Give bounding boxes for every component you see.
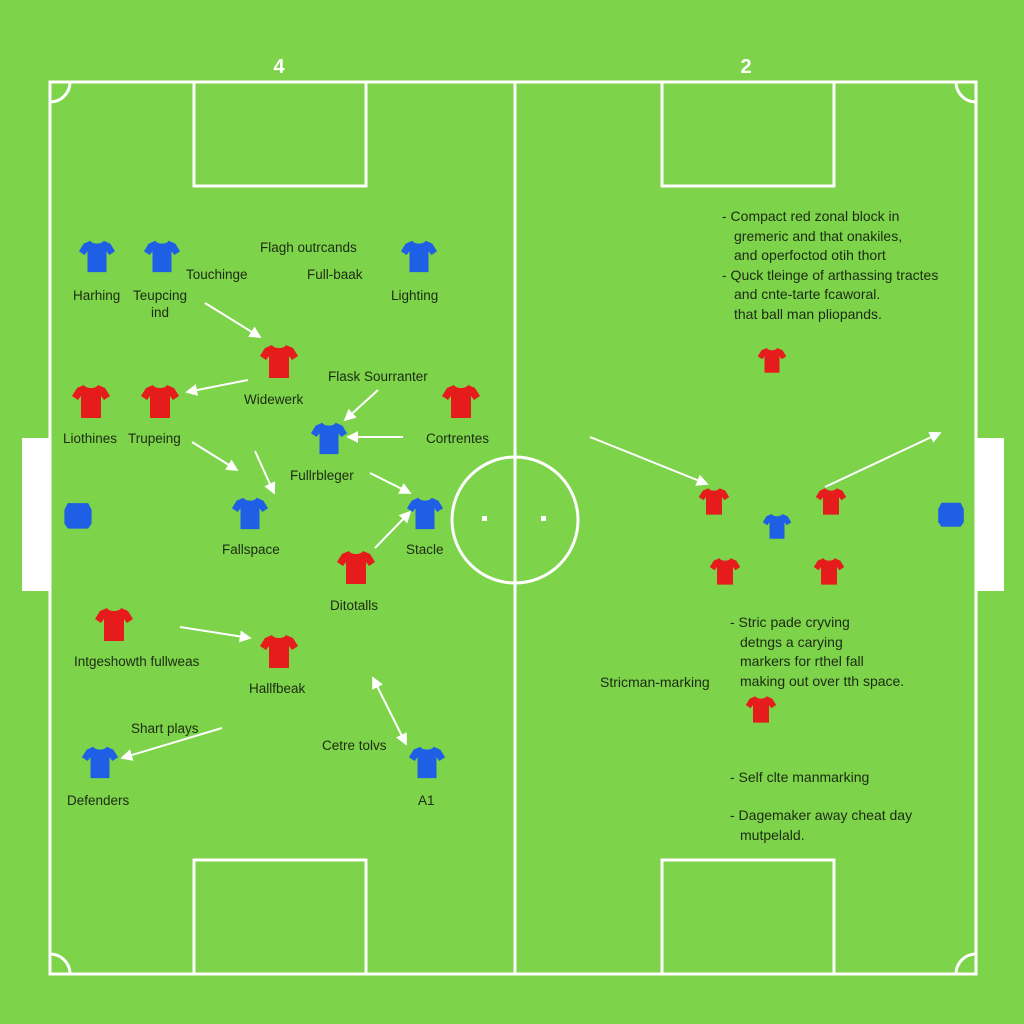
red-jersey-icon: [95, 608, 133, 641]
penalty-box-top-left: [192, 80, 368, 188]
arrow-icon: [372, 676, 407, 746]
goal-frame-right-icon: [976, 438, 1004, 591]
arrow-icon: [254, 450, 276, 495]
label-trupeing: Trupeing: [128, 431, 181, 446]
blue-jersey-icon: [81, 746, 119, 779]
note-line: and cnte-tarte fcaworal.: [734, 286, 881, 303]
centre-circle: [450, 455, 580, 585]
blue-goalkeeper-icon: [64, 503, 92, 529]
red-jersey-icon: [698, 488, 730, 515]
blue-goalkeeper-icon: [938, 502, 964, 527]
label-cortrentes: Cortrentes: [426, 431, 490, 446]
note-line: making out over tth space.: [740, 672, 905, 689]
label-strict-man-marking: Stricman-marking: [600, 674, 710, 690]
label-teupcing: Teupcing ind: [133, 288, 187, 322]
label-ditotalls: Ditotalls: [330, 598, 379, 613]
arrow-icon: [343, 389, 379, 422]
label-flask: Flask Sourranter: [328, 369, 428, 384]
label-harhing: Harhing: [73, 288, 121, 303]
corner-arc-top-left: [49, 81, 72, 104]
arrow-icon: [824, 431, 942, 488]
red-jersey-icon: [141, 385, 179, 418]
goal-frame-left-icon: [22, 438, 50, 591]
note-line: - Self clte manmarking: [730, 769, 870, 785]
arrow-icon: [120, 727, 223, 761]
label-lighting: Lighting: [391, 288, 439, 303]
red-jersey-icon: [813, 558, 845, 585]
red-jersey-icon: [757, 348, 787, 373]
blue-jersey-icon: [408, 746, 446, 779]
label-widewerk: Widewerk: [244, 392, 304, 407]
note-line: - Dagemaker away cheat day: [730, 807, 913, 823]
centre-spot-left: [482, 516, 487, 521]
penalty-box-bottom-right: [660, 858, 836, 976]
label-liothines: Liothines: [63, 431, 118, 446]
blue-jersey-icon: [406, 497, 444, 530]
arrow-icon: [374, 510, 412, 549]
red-jersey-icon: [72, 385, 110, 418]
centre-spot-right: [541, 516, 546, 521]
note-line: - Stric pade cryving: [730, 614, 850, 630]
blue-jersey-icon: [400, 240, 438, 273]
corner-arc-bottom-right: [954, 952, 977, 975]
label-stacle: Stacle: [406, 542, 444, 557]
red-jersey-icon: [337, 551, 375, 584]
note-strict-pace: - Stric pade cryving detngs a carying ma…: [730, 613, 904, 691]
label-fullbaak: Full-baak: [307, 267, 363, 282]
label-shart-plays: Shart plays: [131, 721, 199, 736]
arrow-icon: [369, 472, 412, 494]
blue-jersey-icon: [78, 240, 116, 273]
note-line: markers for rthel fall: [740, 653, 864, 670]
label-intgeshowth: Intgeshowth fullweas: [74, 654, 200, 669]
note-line: - Quck tleinge of arthassing tractes: [722, 266, 939, 283]
note-line: gremeric and that onakiles,: [734, 227, 903, 244]
label-teupcing-line: Teupcing: [132, 288, 188, 303]
label-defenders: Defenders: [67, 793, 130, 808]
penalty-box-bottom-left: [192, 858, 368, 976]
label-flagh: Flagh outrcands: [260, 240, 357, 255]
note-line: - Compact red zonal block in: [722, 208, 900, 224]
label-fallspace: Fallspace: [222, 542, 280, 557]
arrow-icon: [185, 379, 249, 396]
red-jersey-icon: [709, 558, 741, 585]
blue-jersey-icon: [143, 240, 181, 273]
label-fullbleger: Fullrbleger: [290, 468, 354, 483]
label-cetre-tolvs: Cetre tolvs: [322, 738, 387, 753]
red-jersey-icon: [260, 635, 298, 668]
blue-jersey-icon: [310, 422, 348, 455]
label-teupcing-line: ind: [150, 304, 170, 320]
arrow-icon: [204, 302, 262, 338]
arrow-icon: [589, 436, 709, 486]
note-line: detngs a carying: [740, 633, 843, 650]
note-zonal-block: - Compact red zonal block in gremeric an…: [722, 207, 938, 325]
corner-arc-top-right: [954, 81, 977, 104]
corner-arc-bottom-left: [49, 952, 72, 975]
note-line: that ball man pliopands.: [734, 305, 882, 322]
red-jersey-icon: [745, 696, 777, 723]
score-right: 2: [740, 56, 752, 78]
penalty-box-top-right: [660, 80, 836, 188]
note-line: and operfoctod otih thort: [734, 247, 886, 264]
note-self-marking: - Self clte manmarking: [730, 768, 869, 788]
blue-jersey-icon: [231, 497, 269, 530]
arrow-icon: [179, 626, 252, 643]
movement-arrows: [120, 302, 942, 761]
red-jersey-icon: [442, 385, 480, 418]
score-left: 4: [273, 56, 285, 78]
label-a1: A1: [418, 793, 435, 808]
arrow-icon: [191, 441, 239, 471]
blue-jersey-icon: [762, 514, 792, 539]
label-hallfbeak: Hallfbeak: [249, 681, 306, 696]
red-jersey-icon: [815, 488, 847, 515]
red-jersey-icon: [260, 345, 298, 378]
note-line: mutpelald.: [740, 826, 805, 843]
note-playmaker: - Dagemaker away cheat day mutpelald.: [730, 806, 912, 845]
label-touchinge: Touchinge: [186, 267, 248, 282]
